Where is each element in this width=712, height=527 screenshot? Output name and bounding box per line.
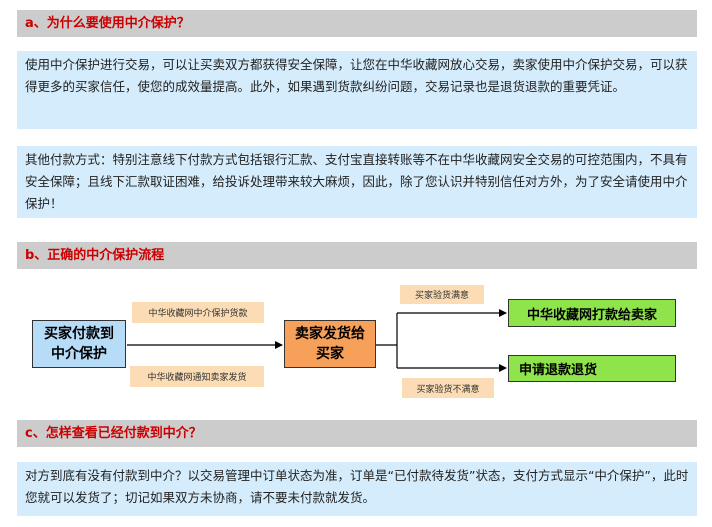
flow-step-seller-ship: 卖家发货给 买家 bbox=[284, 320, 376, 368]
flow-outcome-refund: 申请退款退货 bbox=[508, 355, 676, 382]
section-a-paragraph-2: 其他付款方式：特别注意线下付款方式包括银行汇款、支付宝直接转账等不在中华收藏网安… bbox=[17, 146, 697, 218]
section-c-heading: c、怎样查看已经付款到中介？ bbox=[17, 420, 697, 447]
flow-note-notify: 中华收藏网通知卖家发货 bbox=[130, 366, 264, 387]
section-c-paragraph: 对方到底有没有付款到中介？以交易管理中订单状态为准，订单是“已付款待发货”状态，… bbox=[17, 462, 697, 516]
flow-note-unsatisfied: 买家验货不满意 bbox=[402, 378, 494, 398]
flow-note-satisfied: 买家验货满意 bbox=[400, 285, 484, 304]
flow-step-buyer-pay: 买家付款到 中介保护 bbox=[32, 320, 126, 368]
section-b-heading: b、正确的中介保护流程 bbox=[17, 242, 697, 269]
flow-note-received: 中华收藏网中介保护货款 bbox=[132, 302, 264, 323]
section-a-heading: a、为什么要使用中介保护？ bbox=[17, 10, 697, 37]
section-a-paragraph-1: 使用中介保护进行交易，可以让买卖双方都获得安全保障，让您在中华收藏网放心交易，卖… bbox=[17, 51, 697, 129]
flow-outcome-pay-seller: 中华收藏网打款给卖家 bbox=[508, 299, 676, 327]
